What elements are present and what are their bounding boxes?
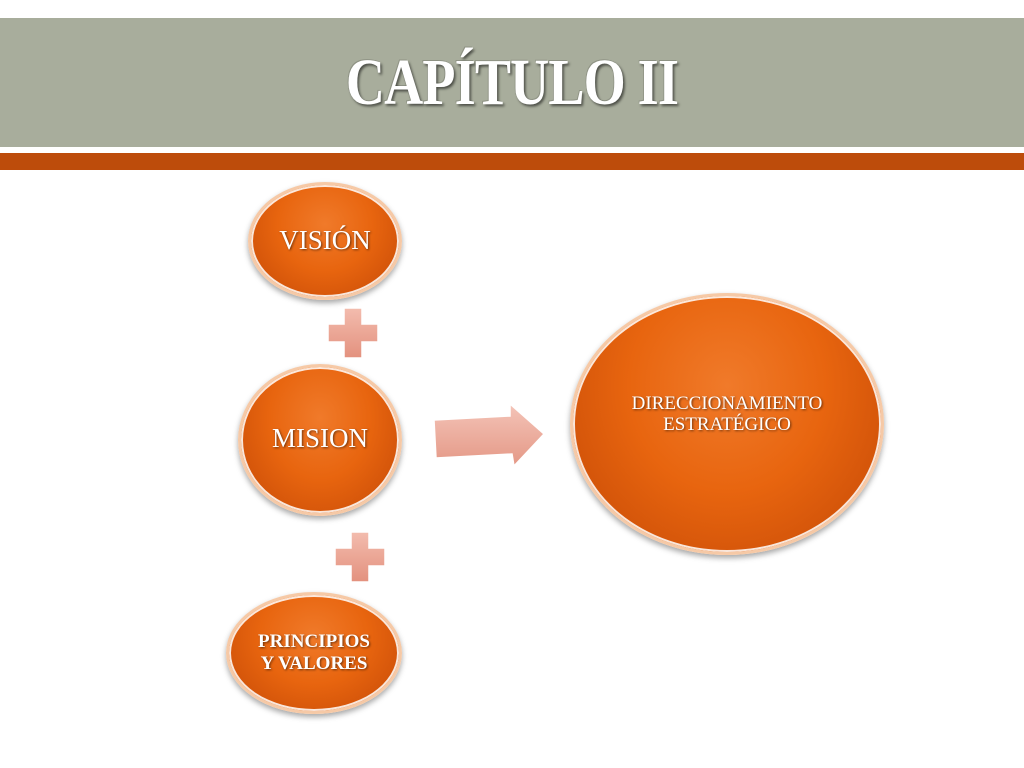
right-arrow-icon	[433, 402, 546, 468]
principios-node: PRINCIPIOS Y VALORES	[226, 592, 402, 714]
accent-bar	[0, 153, 1024, 170]
direccionamiento-node: DIRECCIONAMIENTO ESTRATÉGICO	[570, 293, 884, 555]
plus-icon	[327, 307, 379, 359]
direccionamiento-label-line1: DIRECCIONAMIENTO	[631, 393, 823, 414]
direccionamiento-label-line2: ESTRATÉGICO	[663, 414, 791, 435]
slide-title: CAPÍTULO II	[345, 46, 679, 119]
plus-icon	[334, 531, 386, 583]
vision-node: VISIÓN	[248, 182, 402, 300]
principios-label-line1: PRINCIPIOS	[258, 631, 370, 652]
vision-label: VISIÓN	[279, 225, 371, 255]
principios-label-line2: Y VALORES	[260, 653, 368, 674]
mision-label: MISION	[271, 423, 368, 453]
title-band	[0, 18, 1024, 147]
mision-node: MISION	[238, 364, 402, 516]
